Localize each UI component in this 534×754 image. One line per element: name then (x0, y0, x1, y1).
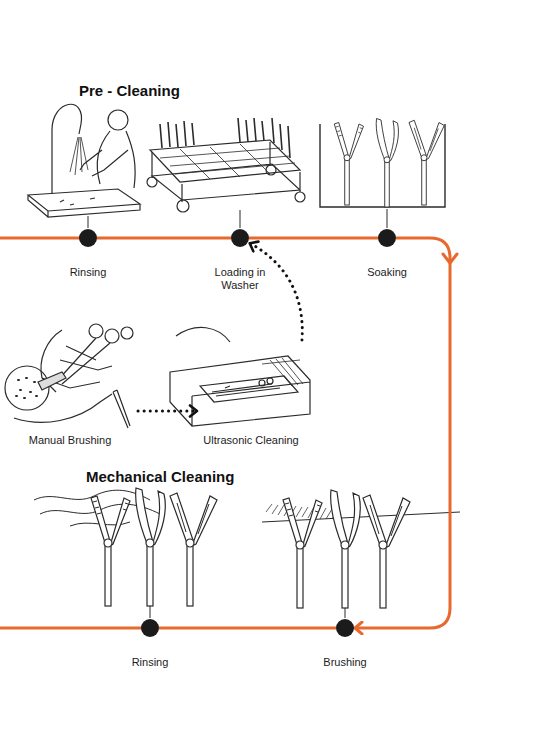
step-dot: Loading in Washer (231, 229, 249, 247)
brushing-instrument (331, 490, 361, 608)
step-label: Loading in Washer (204, 266, 276, 292)
instrument-ring (121, 327, 133, 339)
soaking-instrument (334, 123, 363, 206)
person-head (108, 110, 128, 130)
panel-title: Pre - Cleaning (79, 82, 180, 100)
leader-line (88, 209, 387, 618)
instrument-ring (89, 324, 103, 338)
step-label: Manual Brushing (29, 434, 112, 447)
step-label: Rinsing (70, 266, 107, 279)
water-spray (70, 137, 88, 175)
panel-title: Mechanical Cleaning (86, 468, 234, 486)
dotted-arrow (250, 243, 303, 340)
rack-wheel (177, 200, 189, 212)
step-dot: Soaking (378, 229, 396, 247)
tweezers (113, 390, 130, 428)
soaking-instrument (376, 119, 398, 208)
rack-frame (152, 142, 300, 202)
step-label: Brushing (323, 656, 366, 669)
step-dot: Rinsing (79, 229, 97, 247)
tank-grid (262, 358, 303, 386)
rinsing-sink-sketch (28, 104, 140, 217)
brush-head (38, 372, 66, 390)
step-label: Rinsing (132, 656, 169, 669)
illustration-step: Manual Brushing (4, 340, 136, 450)
rack-wheel (147, 177, 157, 187)
rack-wheel (266, 165, 276, 175)
flow-line (355, 238, 450, 628)
panel-ground (0, 462, 500, 695)
instrument-ring (259, 380, 265, 386)
flow-lead-line (0, 237, 88, 240)
tank-lid (176, 327, 230, 342)
washer-rack-sketch (147, 118, 305, 212)
panel-ground (0, 78, 500, 298)
rack-top (150, 140, 300, 182)
stage-panel: Pre - CleaningRinsingLoading in WasherSo… (0, 78, 500, 298)
brush-bristles (266, 504, 338, 519)
flow-lead-line (0, 627, 150, 630)
flow-line (249, 237, 378, 240)
step-label: Soaking (367, 266, 407, 279)
person-body (80, 131, 135, 188)
manual-brushing-sketch (5, 324, 133, 428)
rinsing-instrument (91, 496, 130, 606)
sink-tray (28, 189, 140, 217)
tray-instruments (212, 384, 280, 396)
flow-line (159, 627, 336, 630)
dotted-arrow (138, 410, 197, 413)
panel-shape (0, 462, 500, 695)
ultrasonic-tank-sketch (170, 327, 310, 426)
brushing-instrument (283, 498, 322, 608)
tank-tray (200, 376, 298, 402)
soaking-instrument (409, 120, 444, 205)
tray-items (60, 198, 95, 205)
brushing-instrument (363, 495, 410, 608)
rinsing-instrument (170, 493, 217, 606)
instrument-ring (105, 329, 119, 343)
tank-body (170, 356, 310, 426)
hand (14, 394, 112, 422)
rinsing-instrument (136, 488, 166, 606)
step-label: Ultrasonic Cleaning (203, 434, 298, 447)
instrument-ring (267, 378, 273, 384)
drain-holes (16, 378, 37, 398)
step-dot: Brushing (336, 619, 354, 637)
illustration-step: Ultrasonic Cleaning (195, 340, 307, 450)
panel-shape (0, 78, 500, 298)
flow-line (97, 237, 231, 240)
stage-panel: Mechanical CleaningRinsingBrushing (0, 462, 500, 695)
faucet (52, 104, 82, 194)
rack-wheel (295, 192, 305, 202)
step-dot: Rinsing (141, 619, 159, 637)
